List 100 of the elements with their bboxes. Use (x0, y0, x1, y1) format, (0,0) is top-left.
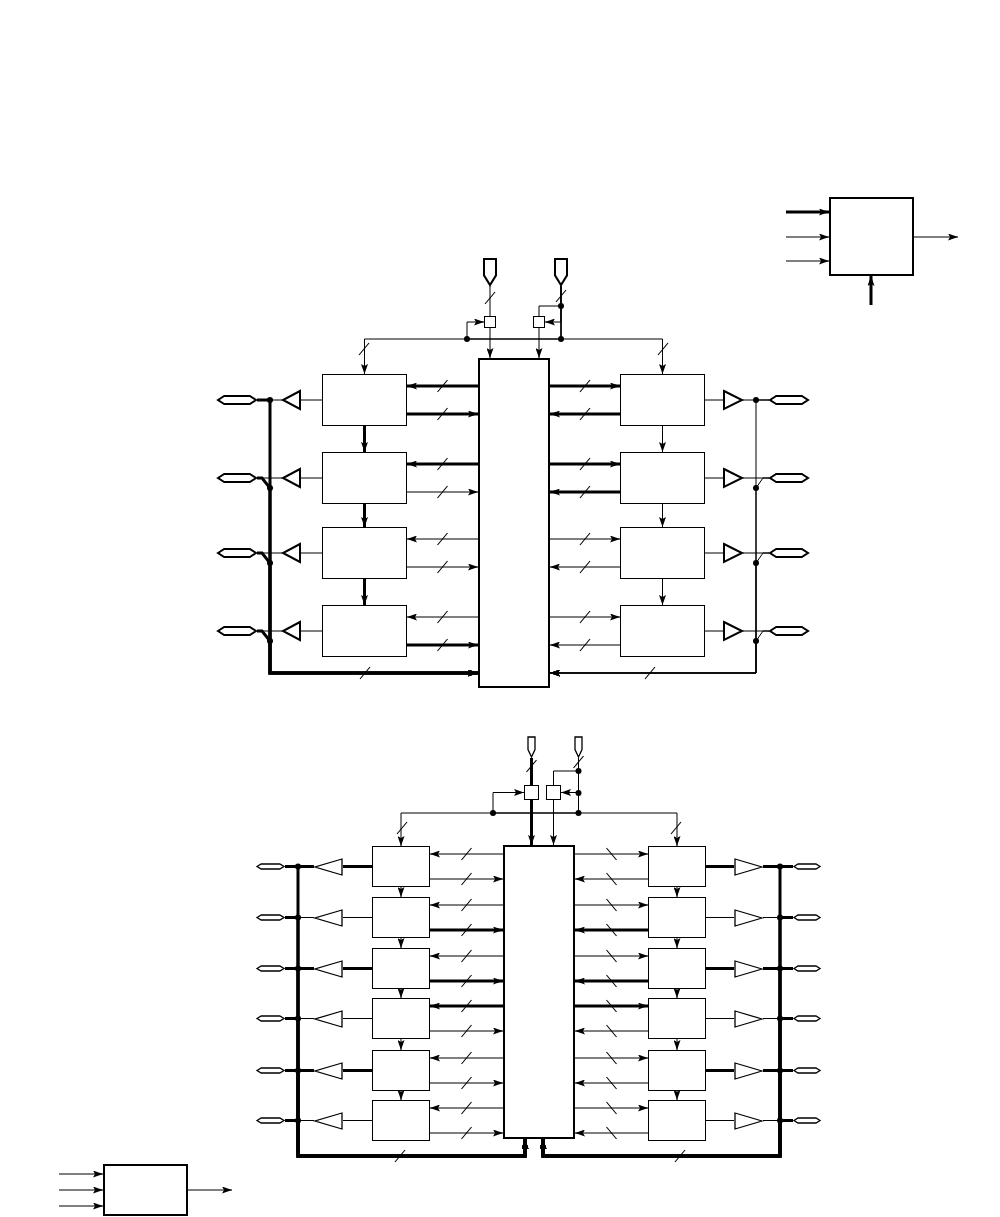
arrow (285, 1119, 529, 1158)
arrow (429, 1027, 504, 1035)
arrow (785, 233, 830, 241)
io-pin (217, 548, 257, 558)
arrow (407, 460, 478, 468)
arrow (257, 629, 478, 677)
arrow (429, 850, 504, 858)
connector-line (342, 1018, 373, 1019)
io-pin (256, 914, 285, 921)
arrow (550, 410, 620, 418)
arrow (406, 613, 479, 621)
arrow (407, 410, 478, 418)
logic-block (620, 605, 705, 657)
io-pin (217, 395, 257, 405)
arrow (397, 1038, 405, 1051)
arrow (430, 1002, 503, 1010)
buffer-triangle (734, 1111, 763, 1130)
connector-line (742, 477, 770, 479)
logic-block (322, 527, 407, 579)
logic-block (322, 374, 407, 426)
arrow (673, 1038, 681, 1051)
buffer-triangle (723, 543, 743, 563)
buffer-triangle (314, 857, 343, 876)
connector-line (538, 285, 562, 317)
arrow (659, 425, 666, 453)
io-pin (769, 473, 809, 483)
buffer-triangle (723, 468, 743, 488)
arrow (187, 1186, 233, 1194)
input-pin (483, 258, 497, 286)
buffer-triangle (282, 543, 301, 563)
io-pin (793, 1117, 821, 1124)
logic-block (322, 452, 407, 504)
logic-block (372, 1050, 430, 1091)
io-pin (769, 395, 809, 405)
io-pin (793, 965, 821, 972)
register-box (524, 785, 539, 800)
arrow (407, 382, 478, 390)
connector-line (706, 865, 734, 868)
central-block (503, 845, 575, 1139)
logic-block (648, 948, 706, 989)
io-pin (256, 1015, 285, 1022)
connector-line (705, 917, 735, 918)
buffer-triangle (734, 1009, 763, 1028)
arrow (549, 563, 621, 571)
connector-line (742, 552, 770, 554)
connector-line (530, 758, 533, 785)
buffer-triangle (282, 468, 301, 488)
logic-block (372, 1100, 430, 1141)
arrow (574, 1054, 649, 1062)
buffer-triangle (734, 908, 763, 927)
arrow (560, 285, 666, 375)
connector-line (704, 399, 724, 401)
connector-line (704, 552, 724, 554)
logic-block (648, 897, 706, 938)
buffer-triangle (734, 959, 763, 978)
arrow (574, 1079, 649, 1087)
io-pin (217, 473, 257, 483)
connector-line (706, 1069, 734, 1072)
arrow (673, 1090, 681, 1101)
connector-line (742, 630, 770, 632)
logic-block (322, 605, 407, 657)
register-box (484, 316, 496, 328)
arrow (429, 952, 504, 960)
arrow (574, 952, 649, 960)
arrow (574, 850, 649, 858)
connector-line (706, 967, 734, 970)
arrow (539, 1119, 793, 1158)
connector-line (300, 399, 323, 401)
io-pin (769, 548, 809, 558)
arrow (361, 426, 368, 452)
arrow (429, 901, 504, 909)
logic-block (620, 452, 705, 504)
arrow (550, 460, 620, 468)
logic-block (648, 846, 706, 887)
io-pin (793, 1067, 821, 1074)
logic-block (620, 527, 705, 579)
function-block (829, 197, 914, 276)
buffer-triangle (282, 621, 301, 641)
logic-block (372, 897, 430, 938)
arrow (575, 926, 648, 934)
logic-block (372, 846, 430, 887)
arrow (430, 977, 503, 985)
connector-line (300, 630, 323, 632)
arrow (549, 630, 770, 677)
connector-line (300, 477, 323, 479)
arrow (406, 535, 479, 543)
arrow (574, 901, 649, 909)
connector-line (742, 399, 770, 401)
arrow (549, 535, 621, 543)
io-pin (256, 965, 285, 972)
buffer-triangle (314, 959, 343, 978)
arrow (913, 233, 959, 241)
connector-line (342, 917, 373, 918)
arrow (486, 327, 494, 359)
io-pin (256, 863, 285, 870)
arrow (429, 1129, 504, 1137)
arrow (785, 257, 830, 265)
buffer-triangle (314, 908, 343, 927)
arrow (786, 208, 829, 216)
arrow (574, 1027, 649, 1035)
